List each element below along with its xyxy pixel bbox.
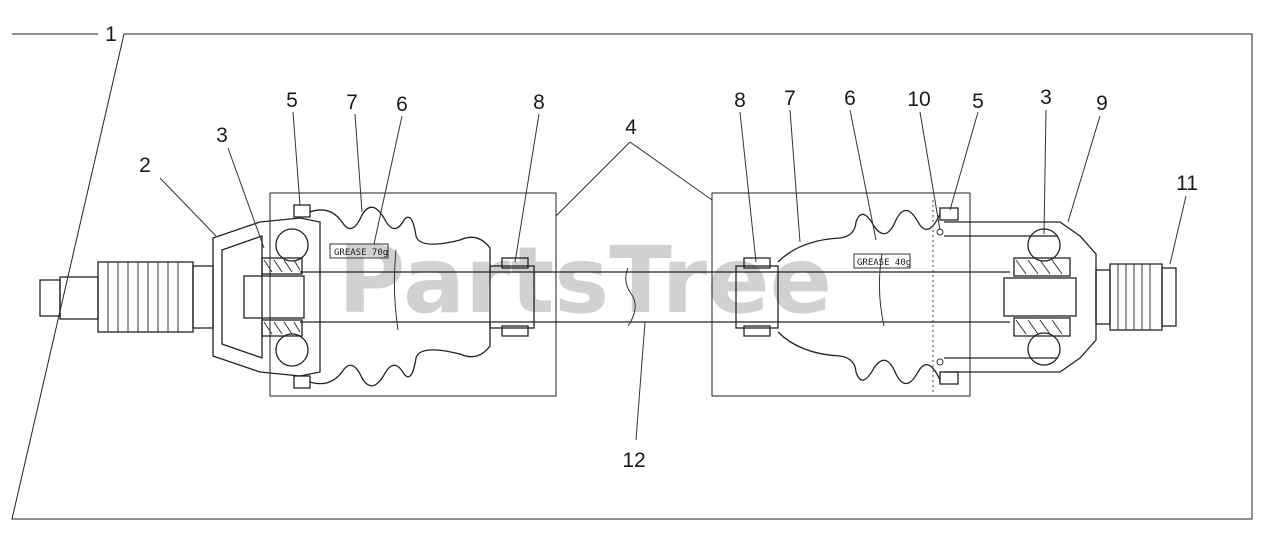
right-grease-text: GREASE 40g [857,258,911,268]
callout-10: 10 [907,88,930,111]
right-spline-stub [1095,263,1177,331]
callout-5-right: 5 [972,90,984,113]
callout-11: 11 [1176,172,1198,195]
left-spline-stub [39,261,214,333]
right-outer-clamp-bottom [939,371,959,385]
assembly-frame [11,33,1253,520]
callout-8-right: 8 [734,89,746,112]
right-boot [777,209,941,385]
leader-lines [159,109,1187,441]
right-outer-clamp-top [939,207,959,221]
callout-4: 4 [625,116,637,139]
right-inner-clamp [735,257,779,337]
right-boot-kit-box [711,192,971,397]
left-outer-clamp-top [293,204,311,218]
right-snap-ring-bottom [936,358,944,366]
left-boot [309,206,491,387]
callout-5-left: 5 [286,89,298,112]
callout-12: 12 [622,449,645,472]
callout-7-right: 7 [784,87,796,110]
callout-6-left: 6 [396,93,408,116]
callout-8-left: 8 [533,91,545,114]
callout-9: 9 [1096,92,1108,115]
left-cv-housing [212,217,321,377]
assembly-number: 1 [105,23,117,46]
callout-6-right: 6 [844,87,856,110]
right-grease-label: GREASE 40g [853,253,911,269]
watermark-text: PartsTree [338,227,832,334]
left-grease-text: GREASE 70g [334,248,388,258]
callout-numbers: 2 3 5 7 6 8 4 8 7 6 10 5 3 9 11 12 [139,86,1198,472]
left-inner-clamp [489,257,535,337]
callout-3-left: 3 [216,124,228,147]
left-outer-clamp-bottom [293,375,311,389]
shaft [300,267,1010,327]
right-cv-housing [944,221,1097,373]
left-grease-label: GREASE 70g [329,243,389,259]
callout-3-right: 3 [1040,86,1052,109]
left-boot-kit-box [269,192,557,397]
callout-2: 2 [139,154,151,177]
callout-7-left: 7 [346,91,358,114]
